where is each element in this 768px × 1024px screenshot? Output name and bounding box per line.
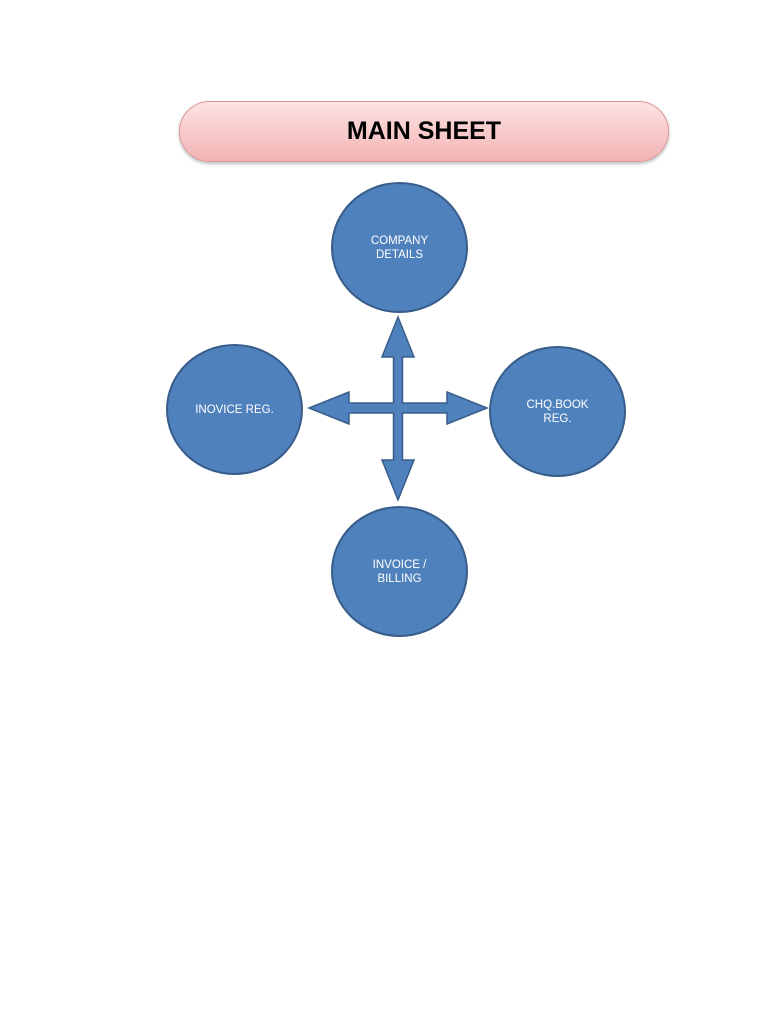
title-banner: MAIN SHEET (179, 101, 669, 162)
company-details-label: COMPANY DETAILS (370, 234, 429, 261)
inovice-reg-label: INOVICE REG. (195, 403, 274, 416)
invoice-billing-node: INVOICE / BILLING (331, 506, 468, 637)
company-details-node: COMPANY DETAILS (331, 182, 468, 313)
four-way-arrow-shape (306, 314, 490, 503)
inovice-reg-node: INOVICE REG. (166, 344, 303, 475)
invoice-billing-label: INVOICE / BILLING (372, 558, 427, 585)
chq-book-reg-node: CHQ.BOOK REG. (489, 346, 626, 477)
chq-book-reg-label: CHQ.BOOK REG. (526, 398, 589, 425)
page-title: MAIN SHEET (346, 117, 502, 145)
